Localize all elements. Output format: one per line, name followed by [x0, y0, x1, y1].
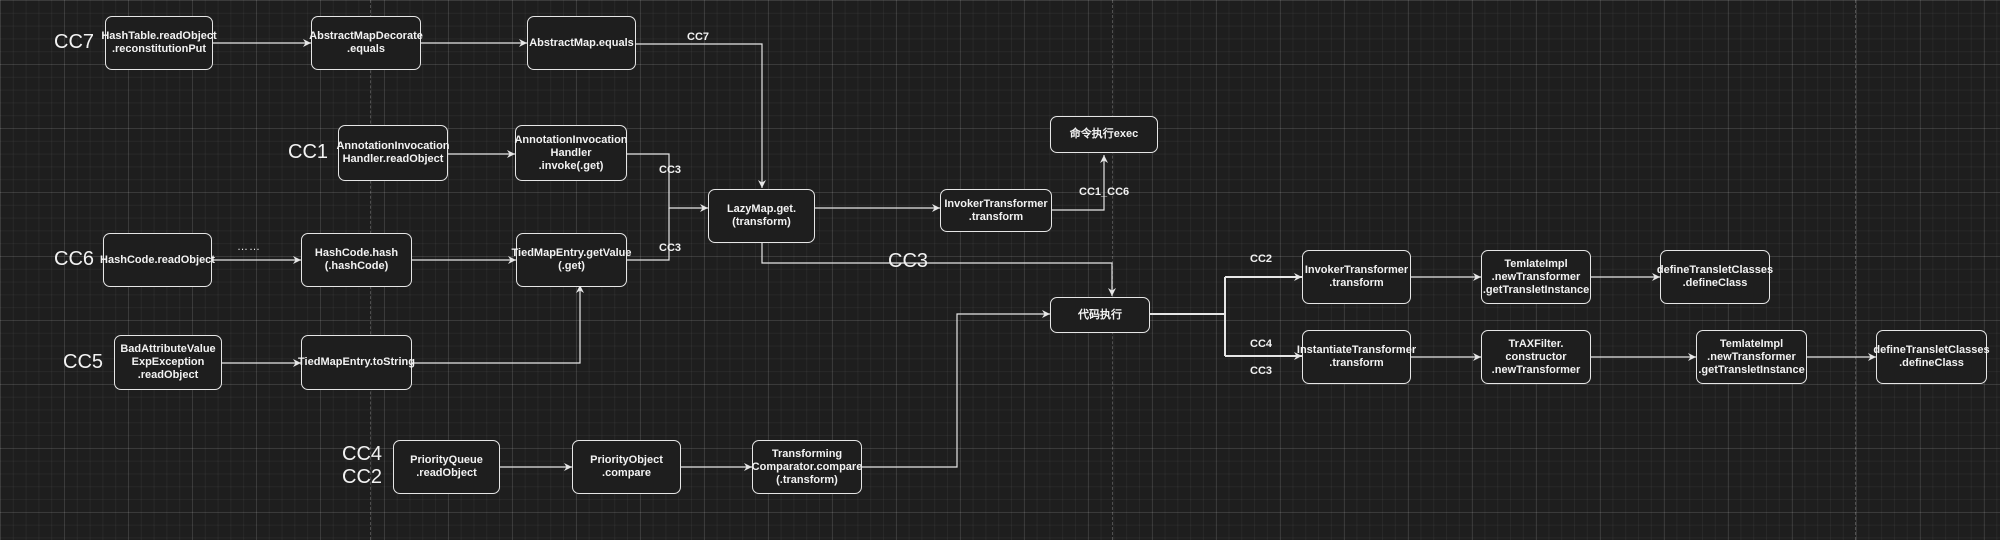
branch-label-cc4: CC4 — [1250, 338, 1273, 350]
edge-tiedmapentry-to-lazymap — [627, 208, 670, 261]
edge-annotation-invoke-to-lazymap — [627, 153, 708, 212]
node-instantiatetransformer[interactable]: InstantiateTransformer .transform — [1297, 330, 1416, 384]
node-abstractmap-equals[interactable]: AbstractMap.equals — [527, 16, 636, 70]
node-cmd-exec[interactable]: 命令执行exec — [1050, 116, 1158, 153]
node-hashcode-readobject[interactable]: HashCode.readObject — [100, 233, 215, 287]
node-tiedmapentry-getvalue[interactable]: TiedMapEntry.getValue (.get) — [512, 233, 632, 287]
edge-comparator-to-code-exec — [862, 310, 1050, 468]
edge-label-cc1-cc6: CC1_CC6 — [1079, 186, 1130, 198]
edge-label-cc7: CC7 — [687, 31, 710, 43]
node-priorityobject-compare[interactable]: PriorityObject .compare — [572, 440, 681, 494]
node-code-exec[interactable]: 代码执行 — [1050, 297, 1150, 333]
node-invokertransformer-2[interactable]: InvokerTransformer .transform — [1302, 250, 1411, 304]
node-tiedmapentry-tostring[interactable]: TiedMapEntry.toString — [298, 335, 415, 390]
node-traxfilter[interactable]: TrAXFilter. constructor .newTransformer — [1481, 330, 1591, 384]
node-transforming-comparator[interactable]: Transforming Comparator.compare (.transf… — [752, 440, 862, 494]
node-hashcode-hash[interactable]: HashCode.hash (.hashCode) — [301, 233, 412, 287]
edge-tostring-to-tiedmapentry-getvalue — [412, 285, 584, 364]
edge-abstractmap-to-lazymap — [636, 43, 766, 188]
node-defineclass-2[interactable]: defineTransletClasses .defineClass — [1873, 330, 1990, 384]
node-templateimpl-1[interactable]: TemlateImpl .newTransformer .getTranslet… — [1481, 250, 1591, 304]
branch-label-cc3: CC3 — [1250, 365, 1273, 377]
grid-guide-line — [1855, 0, 1856, 540]
node-hashtable-readobject[interactable]: HashTable.readObject .reconstitutionPut — [101, 16, 217, 70]
chain-label-cc3: CC3 — [888, 250, 929, 272]
node-defineclass-1[interactable]: defineTransletClasses .defineClass — [1657, 250, 1773, 304]
node-templateimpl-2[interactable]: TemlateImpl .newTransformer .getTranslet… — [1696, 330, 1807, 384]
chain-label-cc4: CC4 — [342, 443, 383, 465]
node-abstractmapdecorate-equals[interactable]: AbstractMapDecorate .equals — [309, 16, 423, 70]
chain-label-cc7: CC7 — [54, 31, 95, 53]
node-annotation-readobject[interactable]: AnnotationInvocation Handler.readObject — [336, 125, 450, 181]
edge-lazymap-to-code-exec — [761, 232, 1116, 296]
node-priorityqueue-readobject[interactable]: PriorityQueue .readObject — [393, 440, 500, 494]
node-invokertransformer-1[interactable]: InvokerTransformer .transform — [940, 189, 1052, 232]
chain-label-cc6: CC6 — [54, 248, 95, 270]
node-annotation-invoke[interactable]: AnnotationInvocation Handler .invoke(.ge… — [514, 125, 628, 181]
edge-invokertransformer-to-exec — [1052, 155, 1108, 211]
chain-label-cc2: CC2 — [342, 466, 383, 488]
ellipsis-label: …… — [237, 241, 261, 253]
edge-label-cc3-top: CC3 — [659, 164, 682, 176]
branch-label-cc2: CC2 — [1250, 253, 1273, 265]
edge-label-cc3-bottom: CC3 — [659, 242, 682, 254]
chain-label-cc5: CC5 — [63, 351, 104, 373]
node-badattribute-readobject[interactable]: BadAttributeValue ExpException .readObje… — [114, 335, 222, 390]
chain-label-cc1: CC1 — [288, 141, 329, 163]
node-lazymap-get[interactable]: LazyMap.get. (transform) — [708, 189, 815, 243]
